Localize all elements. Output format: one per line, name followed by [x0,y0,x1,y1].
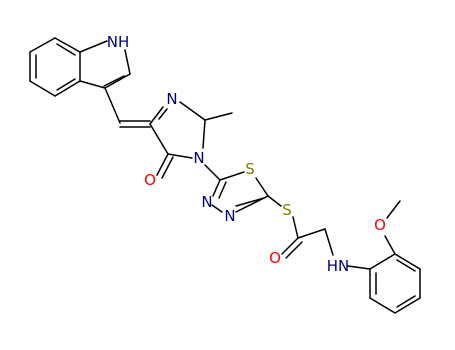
bond [396,295,416,308]
bond [79,80,106,89]
bond [149,106,164,125]
bond [29,37,56,53]
bond [211,204,223,213]
bond [204,164,221,181]
bond [297,228,326,239]
bond [384,235,396,255]
bond [156,153,169,176]
bond [324,228,334,256]
bond [212,179,221,197]
bond [255,177,269,197]
bond [396,259,416,272]
bond [149,123,169,155]
bond [394,253,421,270]
bond [56,78,76,91]
atom-n-imidazole-ring: N [193,149,204,167]
atom-nh-indole: NH [107,33,130,51]
atom-labels: NH N N O S N N S O HN O [107,33,386,275]
bond [54,80,81,97]
atom-o-ester: O [269,249,281,267]
bond [104,73,131,89]
bond [79,40,108,53]
bond [158,108,168,120]
bond [54,37,81,53]
bond [202,119,206,149]
bond [56,43,76,56]
atom-n-thiadiazole-2: N [224,207,235,225]
atom-n-thiadiazole-1: N [201,193,212,211]
bond [124,49,131,75]
bond [161,156,174,179]
atom-o-carbonyl: O [144,171,156,189]
bond [104,87,121,124]
bonds [29,37,421,314]
atom-s-thiadiazole: S [245,160,255,178]
bond [235,197,265,207]
bond [167,153,193,159]
bond [285,241,303,259]
atom-o-methoxy: O [374,216,386,234]
bond [218,181,227,199]
bond [281,237,299,255]
bond [179,101,206,121]
bond [369,297,396,314]
bond [204,112,233,121]
bond [292,216,299,239]
bond [347,265,371,270]
bond [386,200,401,219]
atom-hn-amine: HN [327,257,350,275]
bond [219,171,245,181]
bond [103,75,125,87]
bond [394,297,421,314]
atom-n-imidazole: N [166,90,177,108]
atom-s-thioester: S [282,201,292,219]
bond [267,195,282,207]
bond [369,253,396,270]
bond [29,80,56,97]
